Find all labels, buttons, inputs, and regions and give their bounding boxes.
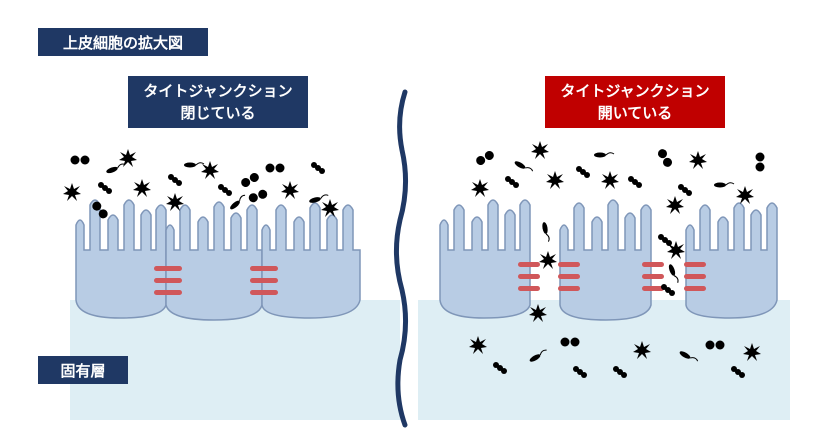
tight-junctions-closed (154, 266, 278, 295)
lamina-propria-label: 固有層 (38, 356, 128, 384)
junction-strand (558, 286, 580, 291)
junction-strand (684, 274, 706, 279)
tj-closed-line1: タイトジャンクション (143, 82, 293, 100)
junction-strand (154, 278, 182, 283)
junction-strand (250, 266, 278, 271)
epithelial-cell (559, 199, 652, 321)
epithelial-cells-open (439, 199, 778, 321)
junction-strand (518, 286, 540, 291)
junction-strand (250, 278, 278, 283)
epithelial-cells-closed (75, 199, 361, 321)
junction-strand (154, 290, 182, 295)
junction-strand (684, 286, 706, 291)
tj-open-line1: タイトジャンクション (560, 82, 710, 100)
junction-strand (518, 274, 540, 279)
epithelial-cell (685, 202, 778, 319)
junction-strand (558, 262, 580, 267)
epithelial-cell (261, 202, 361, 319)
tj-open-line2: 開いている (597, 104, 673, 122)
junction-strand (642, 262, 664, 267)
tight-junction-open-label: タイトジャンクション 開いている (545, 76, 725, 128)
junction-strand (558, 274, 580, 279)
tight-junction-closed-label: タイトジャンクション 閉じている (128, 76, 308, 128)
page-title: 上皮細胞の拡大図 (38, 28, 208, 56)
epithelial-cell (165, 201, 263, 321)
junction-strand (154, 266, 182, 271)
divider-line (393, 89, 409, 428)
junction-strand (518, 262, 540, 267)
epithelial-cell (439, 199, 531, 319)
tj-closed-line2: 閉じている (180, 104, 256, 122)
junction-strand (684, 262, 706, 267)
junction-strand (642, 286, 664, 291)
microbes-lumen-left (63, 149, 339, 221)
epithelial-cell (75, 199, 167, 319)
junction-strand (250, 290, 278, 295)
tight-junctions-open (518, 262, 706, 291)
junction-strand (642, 274, 664, 279)
